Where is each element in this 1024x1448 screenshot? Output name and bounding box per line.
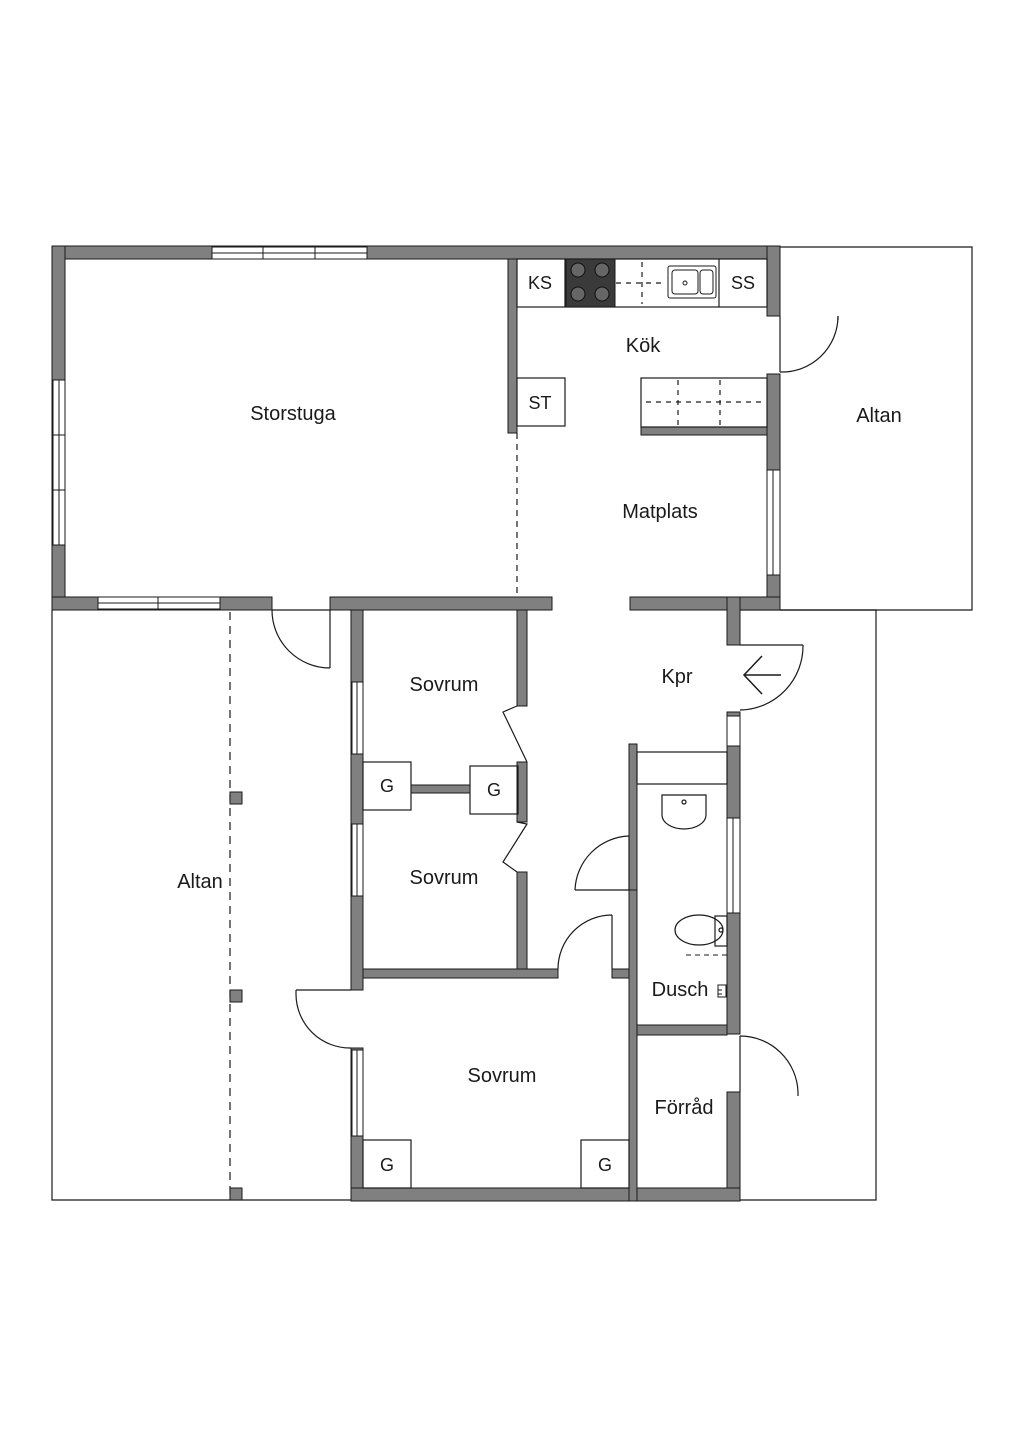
room-label-kpr: Kpr bbox=[661, 666, 693, 688]
thin-partitions bbox=[516, 433, 728, 785]
wardrobe-label-1: G bbox=[379, 776, 395, 796]
altan-outlines bbox=[51, 246, 973, 1201]
fixture-label-st: ST bbox=[528, 393, 552, 413]
washbasin-icon bbox=[661, 794, 707, 830]
closet-rail bbox=[410, 784, 471, 794]
door-swings bbox=[271, 315, 839, 1096]
room-label-sovrum-3: Sovrum bbox=[467, 1065, 537, 1087]
walls bbox=[51, 245, 781, 1202]
room-label-sovrum-1: Sovrum bbox=[409, 674, 479, 696]
windows bbox=[52, 246, 781, 1137]
wardrobe-label-2: G bbox=[486, 780, 502, 800]
fixture-boxes bbox=[362, 377, 768, 1189]
toilet-icon bbox=[674, 914, 728, 947]
wardrobe-label-3: G bbox=[379, 1155, 395, 1175]
room-label-kok: Kök bbox=[625, 335, 661, 357]
sink-icon bbox=[667, 265, 717, 299]
room-label-altan-east: Altan bbox=[856, 405, 902, 427]
pergola-line bbox=[229, 612, 243, 1201]
kitchen-counter bbox=[516, 258, 768, 308]
wardrobe-label-4: G bbox=[597, 1155, 613, 1175]
fixture-label-ss: SS bbox=[730, 273, 756, 293]
room-label-storstuga: Storstuga bbox=[250, 403, 336, 425]
room-label-altan-west: Altan bbox=[177, 871, 223, 893]
shower-head-icon bbox=[717, 984, 727, 998]
entrance-arrow-icon bbox=[742, 655, 781, 695]
stove-icon bbox=[565, 258, 616, 308]
fixture-label-ks: KS bbox=[527, 273, 553, 293]
room-label-dusch: Dusch bbox=[651, 979, 709, 1001]
room-label-matplats: Matplats bbox=[622, 501, 698, 523]
room-label-forrad: Förråd bbox=[654, 1097, 714, 1119]
room-label-sovrum-2: Sovrum bbox=[409, 867, 479, 889]
